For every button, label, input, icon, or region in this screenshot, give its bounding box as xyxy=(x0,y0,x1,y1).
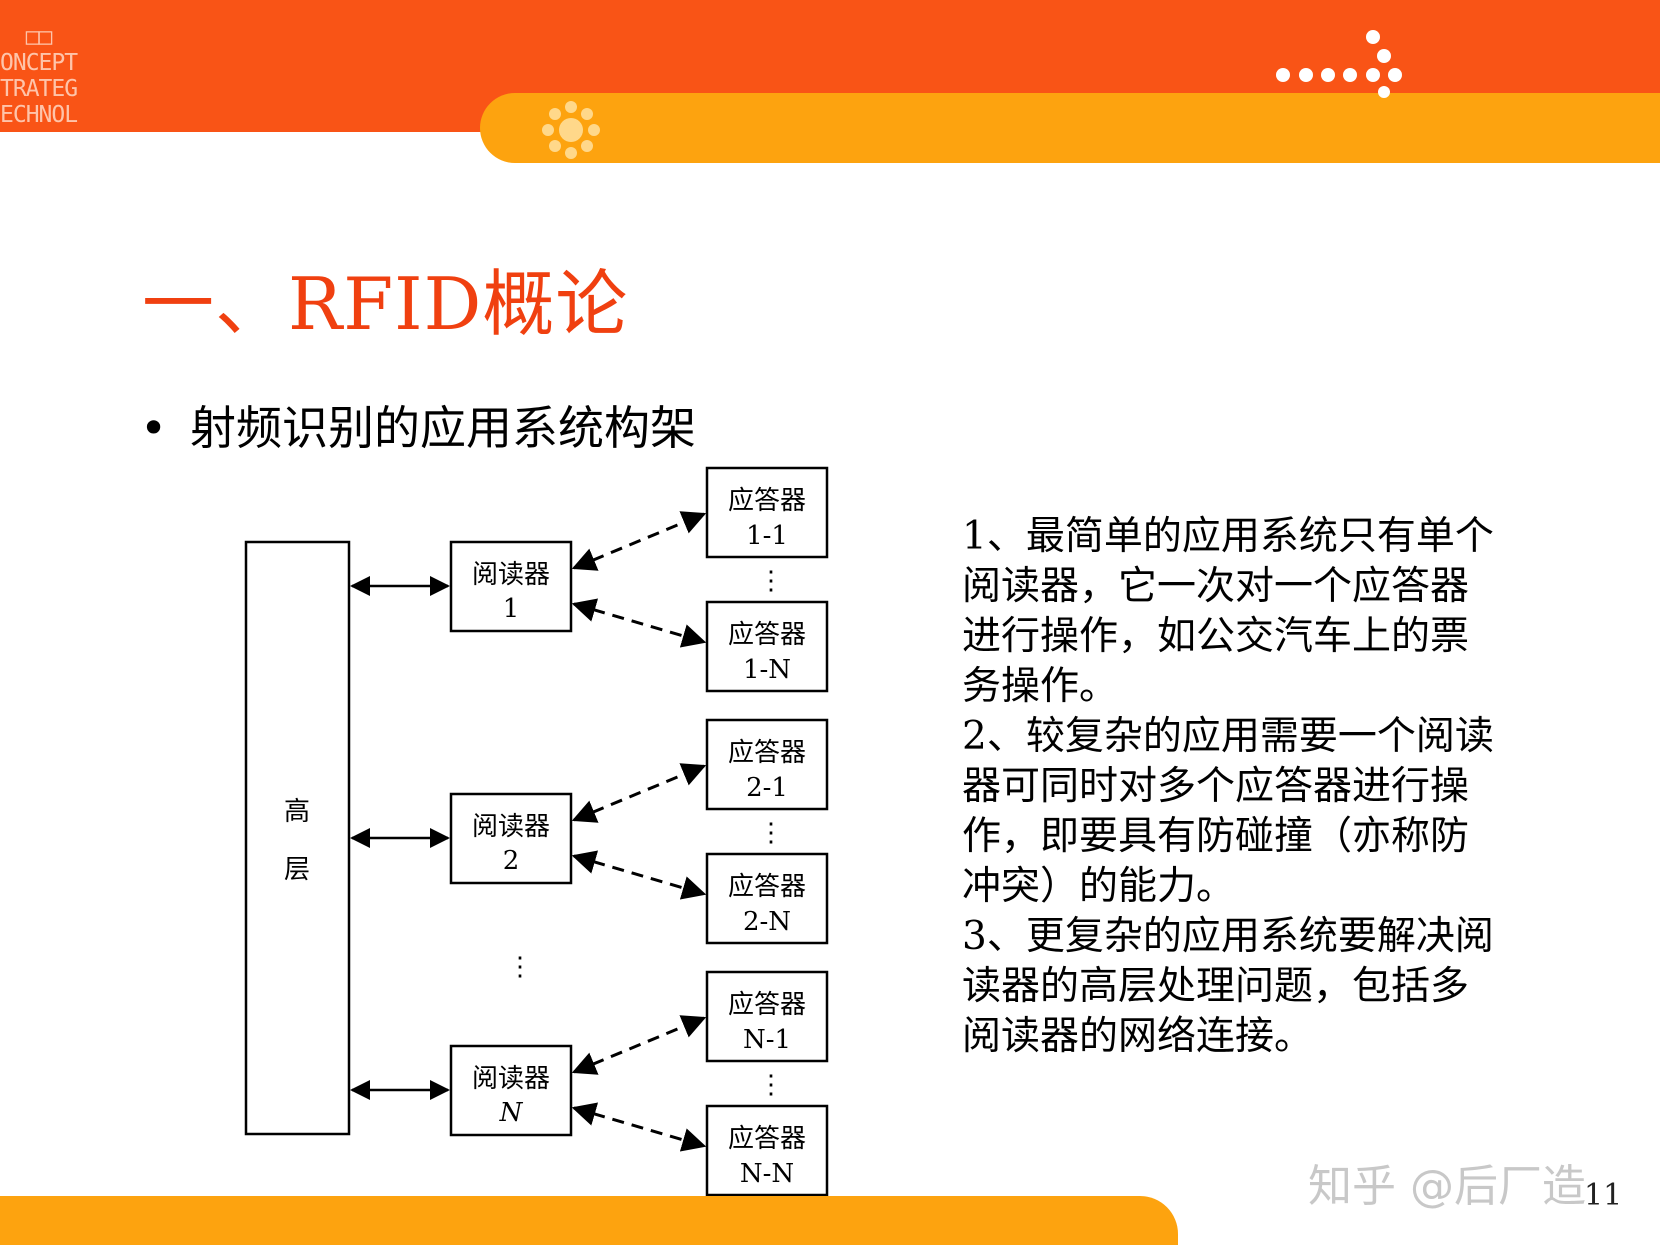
sun-icon xyxy=(542,101,600,159)
bullet-text: 射频识别的应用系统构架 xyxy=(190,401,696,455)
watermark: 知乎 @后厂造 xyxy=(1308,1161,1586,1212)
transponder-box-n-n: 应答器 N-N xyxy=(705,1104,829,1197)
footer-band xyxy=(0,1196,1178,1245)
svg-text:应答器: 应答器 xyxy=(728,872,806,902)
transponder-box-1-1: 应答器 1-1 xyxy=(705,466,829,559)
readern-transpondern1-arrow xyxy=(571,1015,707,1075)
svg-text:1-1: 1-1 xyxy=(746,521,788,551)
reader1-transponder1n-arrow xyxy=(571,598,707,648)
svg-text:应答器: 应答器 xyxy=(728,990,806,1020)
transponder-box-2-1: 应答器 2-1 xyxy=(705,718,829,811)
reader-box-n: 阅读器 N xyxy=(449,1044,573,1137)
reader1-transponder11-arrow xyxy=(571,511,707,571)
svg-text:应答器: 应答器 xyxy=(728,486,806,516)
header-accent-tab xyxy=(480,93,1660,163)
svg-text:N-N: N-N xyxy=(740,1159,794,1189)
note-1: 1、最简单的应用系统只有单个阅读器，它一次对一个应答器进行操作，如公交汽车上的票… xyxy=(962,514,1494,709)
reader-box-1: 阅读器 1 xyxy=(449,540,573,633)
transponder-box-1-n: 应答器 1-N xyxy=(705,600,829,693)
reader2-transponder2n-arrow xyxy=(571,850,707,900)
transponder-box-n-1: 应答器 N-1 xyxy=(705,970,829,1063)
host-label-1: 高 xyxy=(284,797,310,827)
svg-text:阅读器: 阅读器 xyxy=(472,812,550,842)
bullet-item: • 射频识别的应用系统构架 xyxy=(140,392,696,458)
transponder-box-2-n: 应答器 2-N xyxy=(705,852,829,945)
dots-icon xyxy=(1276,30,1402,98)
note-3: 3、更复杂的应用系统要解决阅读器的高层处理问题，包括多阅读器的网络连接。 xyxy=(962,914,1494,1059)
note-2: 2、较复杂的应用需要一个阅读器可同时对多个应答器进行操作，即要具有防碰撞（亦称防… xyxy=(962,714,1494,909)
svg-text:N: N xyxy=(499,1098,524,1128)
svg-text:2: 2 xyxy=(503,846,520,876)
svg-text:应答器: 应答器 xyxy=(728,1124,806,1154)
svg-text:阅读器: 阅读器 xyxy=(472,560,550,590)
explanation-notes: 1、最简单的应用系统只有单个阅读器，它一次对一个应答器进行操作，如公交汽车上的票… xyxy=(962,512,1502,1062)
ellipsis-transponders-2: ⋮ xyxy=(758,818,784,848)
page-number: 11 xyxy=(1584,1178,1623,1213)
host-label-2: 层 xyxy=(284,855,310,885)
ellipsis-transponders-1: ⋮ xyxy=(758,566,784,596)
ellipsis-readers: ⋮ xyxy=(507,952,533,982)
svg-text:阅读器: 阅读器 xyxy=(472,1064,550,1094)
svg-text:N-1: N-1 xyxy=(743,1025,791,1055)
svg-text:1-N: 1-N xyxy=(743,655,791,685)
bullet-marker: • xyxy=(140,401,168,455)
svg-text:应答器: 应答器 xyxy=(728,620,806,650)
ellipsis-transponders-n: ⋮ xyxy=(758,1070,784,1100)
reader2-transponder21-arrow xyxy=(571,763,707,823)
host-box xyxy=(244,540,351,1136)
reader-box-2: 阅读器 2 xyxy=(449,792,573,885)
svg-text:1: 1 xyxy=(503,594,520,624)
readern-transpondernn-arrow xyxy=(571,1102,707,1152)
svg-text:2-N: 2-N xyxy=(743,907,791,937)
svg-text:2-1: 2-1 xyxy=(746,773,788,803)
slide-title: 一、RFID概论 xyxy=(142,262,629,346)
svg-text:应答器: 应答器 xyxy=(728,738,806,768)
